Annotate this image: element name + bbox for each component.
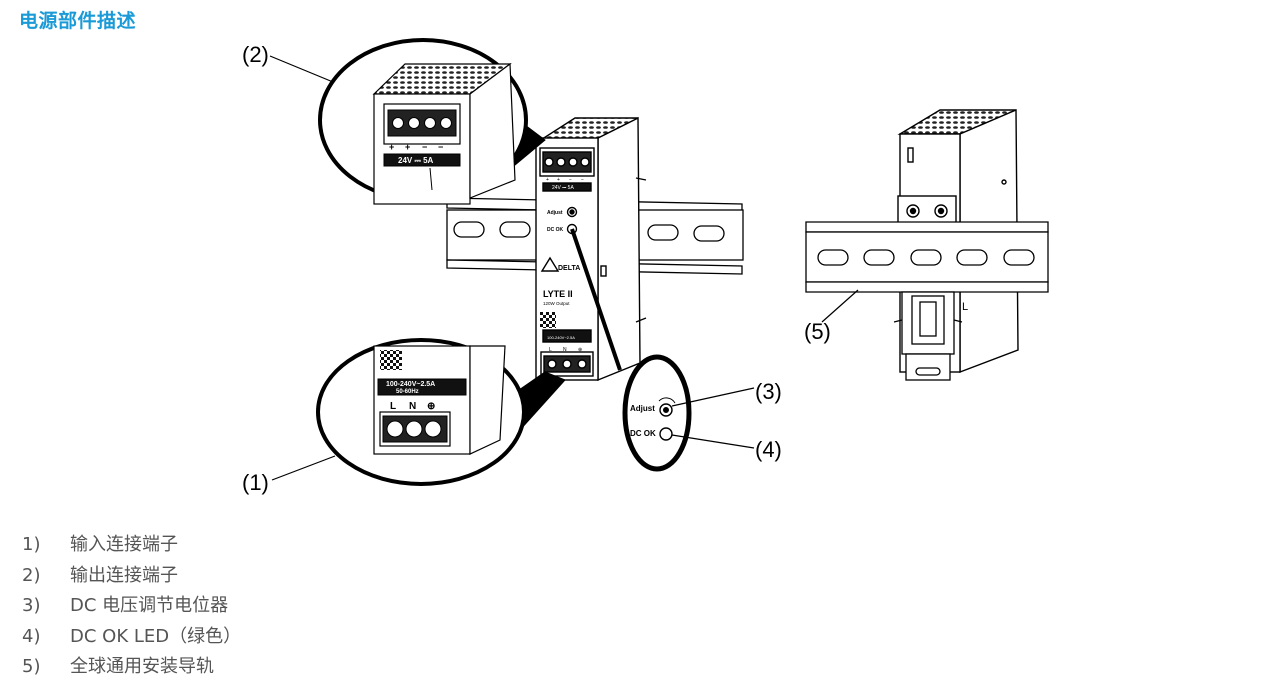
power-supply-diagram: + + − − 24V ⎓ 5A Adjust DC OK DELTA LYTE… — [242, 38, 1049, 495]
parts-legend: 1) 输入连接端子 2) 输出连接端子 3) DC 电压调节电位器 4) DC OK L… — [22, 530, 241, 683]
magnifier-output-text: + + − − 24V ⎓ 5A — [389, 142, 443, 165]
output-sign-2: + — [405, 142, 410, 152]
din-rail-rear — [805, 221, 1049, 293]
callout-4: (4) — [755, 437, 782, 462]
callout-2: (2) — [242, 42, 269, 67]
power-supply-front — [535, 116, 647, 382]
top-terminal-sign-1: + — [546, 177, 549, 183]
output-rating: 24V ⎓ 5A — [398, 156, 434, 165]
dc-ok-label: DC OK — [630, 429, 656, 438]
legend-item: 4) DC OK LED（绿色） — [22, 622, 241, 653]
leader-lines — [269, 55, 859, 481]
output-sign-3: − — [422, 142, 427, 152]
adjust-label: Adjust — [630, 404, 655, 413]
top-terminal-sign-2: + — [557, 177, 560, 183]
dc-ok-label-small: DC OK — [547, 227, 564, 233]
legend-item: 5) 全球通用安装导轨 — [22, 652, 241, 683]
input-rating: 100-240V~2.5A — [386, 381, 435, 388]
legend-item: 1) 输入连接端子 — [22, 530, 241, 561]
legend-text: DC 电压调节电位器 — [70, 595, 229, 616]
legend-text: 全球通用安装导轨 — [70, 656, 214, 677]
rear-mark: L — [962, 301, 968, 313]
legend-text: 输入连接端子 — [70, 534, 178, 555]
callout-3: (3) — [755, 379, 782, 404]
legend-number: 2) — [22, 564, 41, 586]
leader-1 — [271, 455, 336, 481]
leader-2 — [269, 55, 334, 83]
input-terminal-gnd-small: ⊕ — [578, 347, 582, 353]
input-terminal-n-small: N — [563, 347, 567, 353]
output-sign-1: + — [389, 142, 394, 152]
legend-item: 2) 输出连接端子 — [22, 561, 241, 592]
legend-number: 1) — [22, 534, 41, 555]
magnifier-adjust-text: Adjust DC OK — [630, 404, 656, 438]
legend-text: 输出连接端子 — [70, 564, 178, 586]
callout-1: (1) — [242, 470, 269, 495]
magnifier-adjust-dcok — [570, 228, 755, 472]
brand-logo: DELTA — [558, 265, 580, 272]
model-name: LYTE II — [543, 289, 573, 299]
input-terminal-gnd: ⊕ — [427, 401, 435, 412]
output-rating-small: 24V ⎓ 5A — [552, 185, 574, 191]
input-terminal-l-small: L — [549, 347, 552, 353]
top-terminal-sign-4: − — [581, 177, 584, 183]
output-sign-4: − — [438, 142, 443, 152]
callout-5: (5) — [804, 319, 831, 344]
input-rating-small: 100-240V~2.5A — [547, 335, 575, 340]
magnifier-input-terminal — [316, 338, 566, 486]
legend-item: 3) DC 电压调节电位器 — [22, 591, 241, 622]
model-subtitle: 120W Output — [543, 301, 570, 306]
magnifier-output-terminal — [318, 38, 546, 205]
leader-5 — [821, 289, 859, 323]
input-frequency: 50-60Hz — [396, 389, 419, 395]
legend-text: DC OK LED（绿色） — [70, 625, 242, 647]
input-terminal-l: L — [390, 401, 396, 412]
top-terminal-sign-3: − — [569, 177, 572, 183]
din-clip-rear — [893, 291, 963, 381]
input-terminal-n: N — [409, 401, 416, 412]
legend-number: 5) — [22, 656, 41, 677]
callouts: (2) (1) (3) (4) (5) — [242, 42, 831, 495]
adjust-label-small: Adjust — [547, 210, 563, 216]
magnifier-input-text: 100-240V~2.5A 50-60Hz L N ⊕ — [386, 381, 435, 412]
legend-number: 3) — [22, 595, 41, 616]
power-supply-front-text: + + − − 24V ⎓ 5A Adjust DC OK DELTA LYTE… — [543, 177, 584, 353]
legend-number: 4) — [22, 625, 41, 647]
page-title: 电源部件描述 — [19, 10, 137, 32]
